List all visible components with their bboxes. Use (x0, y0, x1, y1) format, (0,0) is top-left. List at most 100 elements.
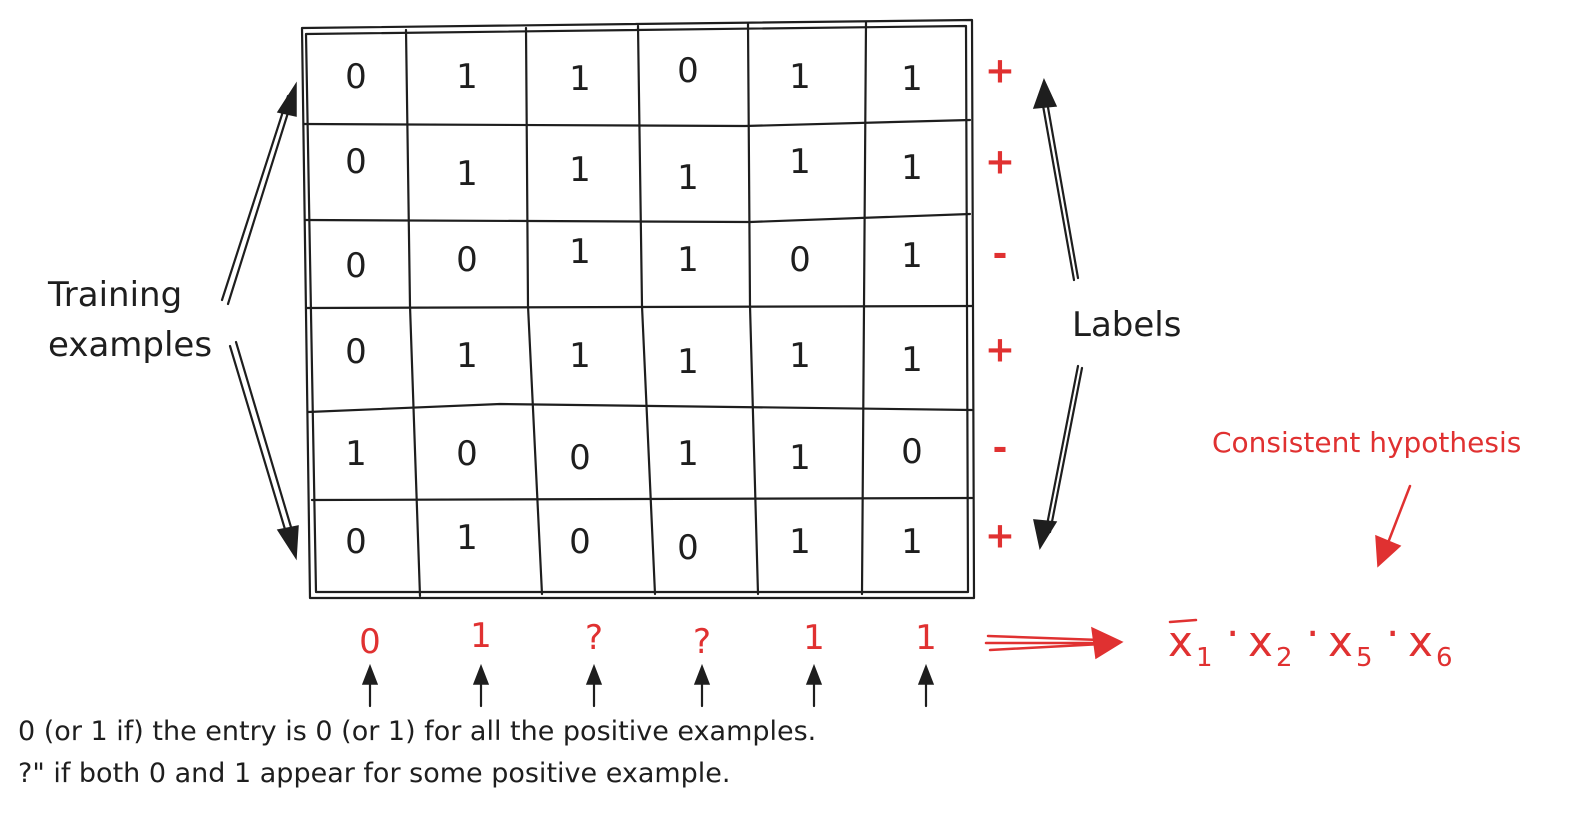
cell-r6-c4: 0 (677, 528, 699, 568)
cell-r2-c2: 1 (456, 154, 478, 194)
row-separator (302, 118, 972, 128)
cell-r6-c1: 0 (345, 522, 367, 562)
hypothesis-sub-2: 2 (1276, 643, 1293, 673)
row-separator (304, 212, 972, 224)
summary-value-1: 0 (359, 622, 381, 662)
hypothesis-arrow (984, 626, 1124, 660)
summary-arrow-head-6 (917, 663, 935, 685)
cell-r2-c1: 0 (345, 142, 367, 182)
summary-value-4: ? (693, 622, 711, 662)
hypothesis-var-3: x (1328, 617, 1353, 666)
cell-r3-c3: 1 (569, 232, 591, 272)
summary-arrow-head-3 (585, 663, 603, 685)
cell-r2-c5: 1 (789, 142, 811, 182)
cell-r4-c4: 1 (677, 342, 699, 382)
cell-r3-c6: 1 (901, 236, 923, 276)
cell-r1-c1: 0 (345, 57, 367, 97)
note-line-2: ?" if both 0 and 1 appear for some posit… (18, 758, 731, 789)
consistent-hypothesis-caption: Consistent hypothesis (1212, 426, 1521, 459)
consistent-hypothesis-annotation: Consistent hypothesis (1212, 426, 1521, 568)
cell-r1-c6: 1 (901, 59, 923, 99)
summary-value-6: 1 (915, 618, 937, 658)
training-up-arrow-head (276, 81, 297, 117)
hypothesis-var-2: x (1248, 617, 1273, 666)
summary-value-3: ? (585, 618, 603, 658)
cell-r5-c5: 1 (789, 438, 811, 478)
training-up-arrow-shaft (220, 94, 294, 306)
summary-arrow-head-5 (805, 663, 823, 685)
hypothesis-sub-1: 1 (1196, 643, 1213, 673)
summary-arrow-head-2 (472, 663, 490, 685)
cell-r5-c1: 1 (345, 434, 367, 474)
cell-r3-c5: 0 (789, 240, 811, 280)
cell-r5-c3: 0 (569, 438, 591, 478)
labels-up-arrow-shaft (1040, 94, 1080, 282)
cell-r6-c5: 1 (789, 522, 811, 562)
cell-r5-c6: 0 (901, 432, 923, 472)
labels-annotation: Labels (1032, 78, 1181, 550)
row-labels: + + - + - + (985, 51, 1015, 557)
labels-up-arrow-head (1032, 78, 1058, 109)
row-label-3: - (993, 234, 1008, 275)
training-down-arrow-head (276, 525, 299, 561)
col-separator (860, 20, 868, 596)
col-separator (746, 22, 760, 596)
cell-r6-c6: 1 (901, 522, 923, 562)
row-separator (304, 304, 974, 310)
labels-label: Labels (1072, 305, 1181, 345)
caption-arrow-shaft (1384, 484, 1412, 550)
training-examples-annotation: Training examples (47, 81, 299, 561)
hypothesis-dot-2: · (1306, 609, 1319, 658)
cell-r4-c2: 1 (456, 336, 478, 376)
grid-border-double (304, 24, 970, 594)
hypothesis-dot-3: · (1386, 609, 1399, 658)
row-separator (310, 496, 974, 502)
col-separator (404, 28, 422, 598)
hypothesis-var-4: x (1408, 617, 1433, 666)
summary-arrows (361, 663, 935, 708)
hypothesis-var-1: x (1168, 617, 1193, 666)
hypothesis-dot-1: · (1226, 609, 1239, 658)
cell-r6-c2: 1 (456, 518, 478, 558)
row-label-4: + (985, 330, 1015, 371)
col-separator (524, 26, 544, 596)
hypothesis-sub-3: 5 (1356, 643, 1373, 673)
cell-r5-c4: 1 (677, 434, 699, 474)
cell-r1-c5: 1 (789, 57, 811, 97)
row-separator (306, 402, 974, 414)
hypothesis-arrow-head (1091, 626, 1124, 660)
row-label-6: + (985, 516, 1015, 557)
summary-arrow-head-1 (361, 663, 379, 685)
summary-arrow-head-4 (693, 663, 711, 685)
cell-r2-c6: 1 (901, 148, 923, 188)
training-label-line2: examples (48, 325, 212, 365)
caption-arrow-head (1375, 534, 1402, 568)
negation-bar (1168, 618, 1198, 624)
training-grid (300, 18, 976, 600)
hypothesis-sub-4: 6 (1436, 643, 1453, 673)
cell-r3-c4: 1 (677, 240, 699, 280)
cell-r1-c4: 0 (677, 51, 699, 91)
cell-r3-c2: 0 (456, 240, 478, 280)
grid-border (300, 18, 976, 600)
training-down-arrow-shaft (228, 340, 298, 548)
cell-r4-c6: 1 (901, 340, 923, 380)
row-label-1: + (985, 51, 1015, 92)
labels-down-arrow-shaft (1044, 364, 1084, 534)
training-label-line1: Training (47, 275, 182, 315)
row-label-5: - (993, 428, 1008, 469)
cell-r4-c1: 0 (345, 332, 367, 372)
cell-r1-c3: 1 (569, 59, 591, 99)
hypothesis-arrow-shaft (984, 634, 1104, 652)
cell-r2-c3: 1 (569, 150, 591, 190)
labels-down-arrow-head (1033, 519, 1058, 550)
cell-r6-c3: 0 (569, 522, 591, 562)
note-line-1: 0 (or 1 if) the entry is 0 (or 1) for al… (18, 716, 816, 747)
row-label-2: + (985, 142, 1015, 183)
cell-r4-c5: 1 (789, 336, 811, 376)
